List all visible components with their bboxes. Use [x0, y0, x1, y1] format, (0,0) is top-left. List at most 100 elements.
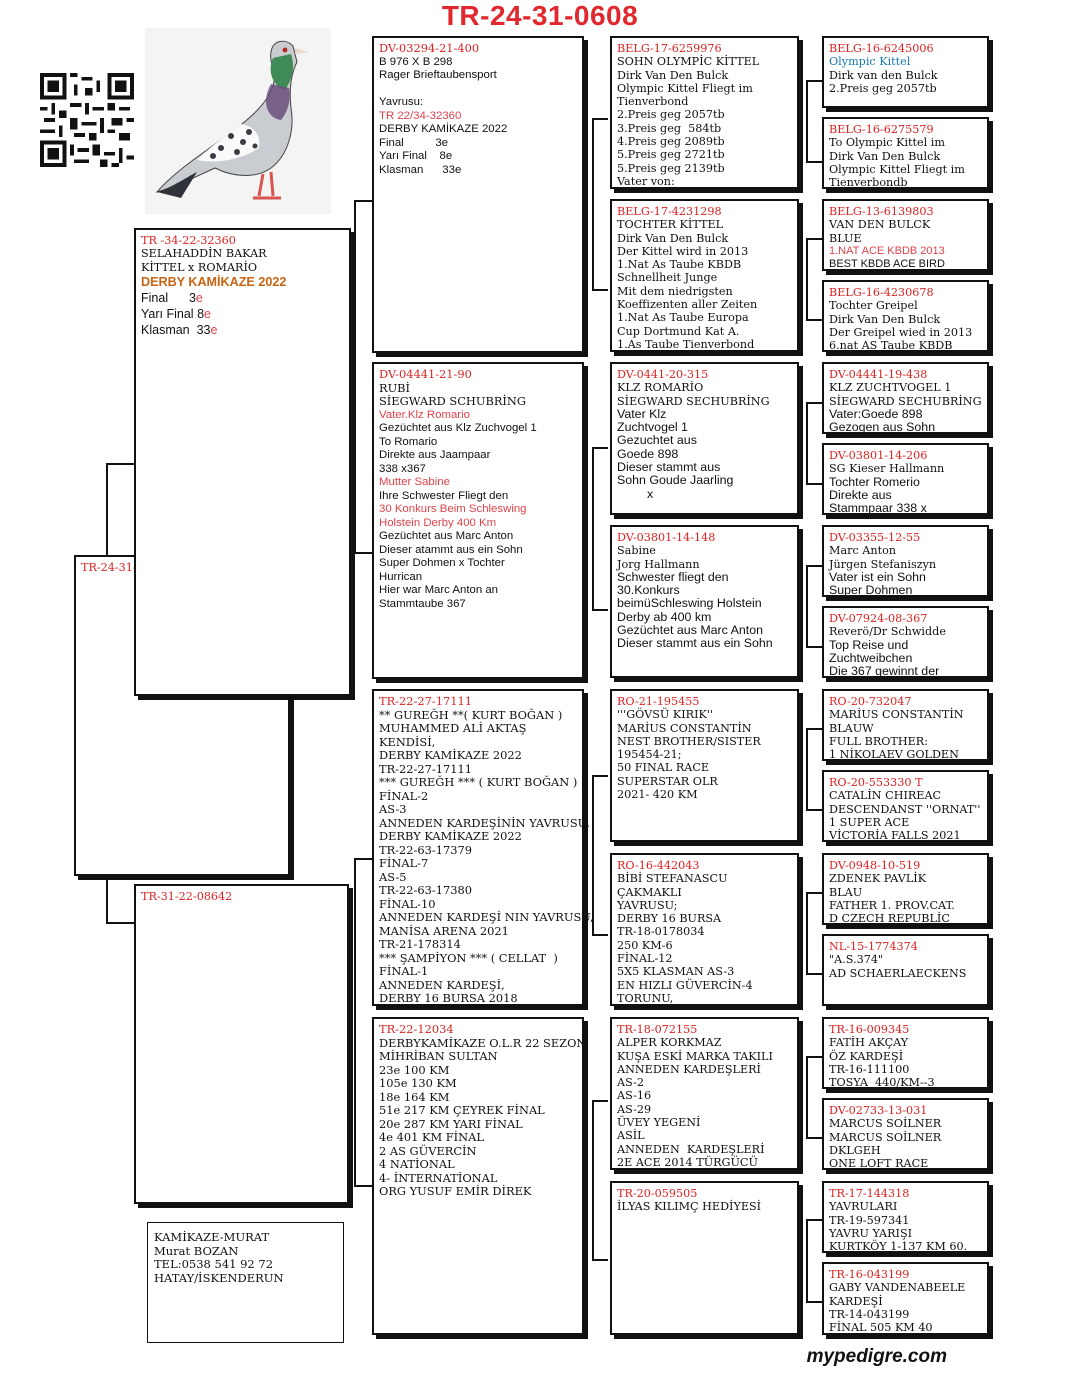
info-line: BEST KBDB ACE BIRD [829, 258, 945, 271]
pedigree-card-g5-14[interactable]: DV-02733-13-031 MARCUS SOİLNER MARCUS SO… [822, 1098, 989, 1170]
pedigree-card-sss[interactable]: BELG-17-6259976 SOHN OLYMPİC KİTTEL Dirk… [610, 36, 799, 189]
pedigree-card-g5-1[interactable]: BELG-16-6245006 Olympic Kittel Dirk van … [822, 36, 989, 108]
connector [354, 200, 356, 553]
pedigree-card-g5-6[interactable]: DV-03801-14-206 SG Kieser Hallmann Tocht… [822, 443, 989, 515]
pedigree-card-dsd[interactable]: RO-16-442043 BİBİ STEFANASCU ÇAKMAKLI YA… [610, 853, 799, 1006]
info-line: YAVRU YARIŞI [829, 1226, 913, 1240]
info-line: 4.Preis geg 2089tb [617, 135, 725, 149]
pedigree-card-sds[interactable]: DV-0441-20-315 KLZ ROMARİO SİEGWARD SECH… [610, 362, 799, 515]
info-line: Olympic Kittel Fliegt im [617, 81, 753, 95]
pedigree-card-g5-9[interactable]: RO-20-732047 MARİUS CONSTANTİN BLAUW FUL… [822, 689, 989, 761]
connector [806, 80, 808, 162]
connector [354, 552, 372, 554]
pedigree-card-g5-3[interactable]: BELG-13-6139803 VAN DEN BULCK BLUE 1.NAT… [822, 199, 989, 271]
info-line: Dieser stammt aus ein Sohn [617, 636, 773, 651]
connector [806, 1219, 822, 1221]
ring-number: DV-02733-13-031 [829, 1104, 928, 1117]
info-line: NEST BROTHER/SISTER [617, 734, 761, 748]
connector [592, 118, 594, 290]
info-line: Dirk Van Den Bulck [829, 312, 941, 326]
info-line: TR-21-178314 [379, 937, 461, 951]
pedigree-card-g5-11[interactable]: DV-0948-10-519 ZDENEK PAVLİK BLAU FATHER… [822, 853, 989, 925]
connector [806, 565, 808, 647]
pedigree-card-sire[interactable]: TR -34-22-32360 SELAHADDİN BAKAR KİTTEL … [134, 228, 351, 696]
pedigree-card-dss[interactable]: RO-21-195455 '''GÖVSÜ KIRIK'' MARİUS CON… [610, 689, 799, 842]
ring-number: BELG-13-6139803 [829, 205, 934, 218]
info-line: 195454-21; [617, 748, 682, 762]
ring-number: BELG-17-4231298 [617, 205, 722, 218]
pedigree-card-sdd[interactable]: DV-03801-14-148 Sabine Jorg Hallmann Sch… [610, 525, 799, 678]
info-line: B 976 X B 298 [379, 55, 453, 68]
ring-number: DV-03801-14-148 [617, 531, 716, 544]
info-line: 2E ACE 2014 TÜRGÜCÜ [617, 1155, 758, 1169]
info-line: SİEGWARD SECHUBRİNG [617, 394, 770, 408]
connector [806, 892, 808, 974]
ring-number: BELG-17-6259976 [617, 42, 722, 55]
pedigree-card-g5-12[interactable]: NL-15-1774374 "A.S.374" AD SCHAERLAECKEN… [822, 934, 989, 1006]
owner-info: KAMİKAZE-MURAT Murat BOZAN TEL:0538 541 … [147, 1222, 344, 1343]
pedigree-card-ddd[interactable]: TR-20-059505 İLYAS KILIMÇ HEDİYESİ [610, 1181, 799, 1335]
connector [806, 973, 822, 975]
info-line: TOCHTER KİTTEL [617, 218, 724, 232]
pedigree-card-g5-16[interactable]: TR-16-043199 GABY VANDENABEELE KARDEŞİ T… [822, 1262, 989, 1335]
info-line: Top Reise und [829, 637, 909, 652]
ring-number: BELG-16-6275579 [829, 123, 934, 136]
info-line: 4- İNTERNATİONAL [379, 1170, 498, 1185]
pedigree-card-g5-4[interactable]: BELG-16-4230678 Tochter Greipel Dirk Van… [822, 280, 989, 352]
pedigree-card-dam[interactable]: TR-31-22-08642 [134, 884, 349, 1204]
info-line: TR 22/34-32360 [379, 109, 462, 122]
owner-location: HATAY/İSKENDERUN [154, 1270, 284, 1285]
pedigree-card-g5-7[interactable]: DV-03355-12-55 Marc Anton Jürgen Stefani… [822, 525, 989, 597]
ring-number: DV-03355-12-55 [829, 531, 921, 544]
info-line: Olympic Kittel Fliegt im [829, 162, 965, 176]
connector [592, 447, 594, 610]
pedigree-card-dds[interactable]: TR-18-072155 ALPER KORKMAZ KUŞA ESKİ MAR… [610, 1017, 799, 1170]
info-line: *** GUREĞH *** ( KURT BOĞAN ) [379, 775, 578, 789]
pedigree-card-g5-5[interactable]: DV-04441-19-438 KLZ ZUCHTVOGEL 1 SİEGWAR… [822, 362, 989, 434]
pedigree-card-dd[interactable]: TR-22-12034 DERBYKAMİKAZE O.L.R 22 SEZON… [372, 1017, 586, 1335]
info-line: MARCUS SOİLNER [829, 1130, 942, 1144]
pigeon-photo [145, 28, 331, 214]
info-line: RUBİ [379, 380, 411, 395]
info-line: x [647, 486, 654, 501]
info-line: BİBİ STEFANASCU [617, 872, 728, 886]
info-line: KLZ ROMARİO [617, 381, 704, 395]
info-line: KARDEŞİ [829, 1294, 883, 1308]
info-line: FATHER 1. PROV.CAT. [829, 898, 955, 912]
info-line: EN HIZLI GÜVERCİN-4 [617, 978, 753, 992]
info-line: ANNEDEN KARDEŞİNİN YAVRUSU, [379, 815, 590, 830]
info-line: SOHN OLYMPİC KİTTEL [617, 55, 760, 69]
info-line: 18e 164 KM [379, 1089, 450, 1104]
pedigree-card-g5-10[interactable]: RO-20-553330 T CATALİN CHIREAC DESCENDAN… [822, 770, 989, 842]
pedigree-card-g5-8[interactable]: DV-07924-08-367 Reverö/Dr Schwidde Top R… [822, 606, 989, 678]
info-line: Gezüchtet aus Klz Zuchvogel 1 [379, 422, 537, 434]
info-line: Stammpaar 338 x [829, 501, 927, 516]
info-line: Vater von: [617, 174, 675, 188]
pedigree-card-g5-15[interactable]: TR-17-144318 YAVRULARI TR-19-597341 YAVR… [822, 1181, 989, 1253]
connector [592, 1100, 608, 1102]
info-line: 20e 287 KM YARI FİNAL [379, 1116, 523, 1131]
info-line: Rager Brieftaubensport [379, 69, 497, 81]
info-line: YAVRULARI [829, 1200, 898, 1214]
pedigree-card-ssd[interactable]: BELG-17-4231298 TOCHTER KİTTEL Dirk Van … [610, 199, 799, 352]
info-line: Reverö/Dr Schwidde [829, 625, 946, 639]
pedigree-card-g5-13[interactable]: TR-16-009345 FATİH AKÇAY ÖZ KARDEŞİ TR-1… [822, 1017, 989, 1089]
ring-number: NL-15-1774374 [829, 940, 918, 953]
ring-number: DV-07924-08-367 [829, 612, 928, 625]
info-line: 5X5 KLASMAN AS-3 [617, 965, 735, 979]
info-line: MİHRİBAN SULTAN [379, 1049, 498, 1063]
ring-number: RO-20-732047 [829, 695, 912, 708]
info-line: ZDENEK PAVLİK [829, 872, 927, 886]
connector [592, 775, 594, 935]
info-line: 51e 217 KM ÇEYREK FİNAL [379, 1103, 545, 1117]
pedigree-card-sd[interactable]: DV-04441-21-90 RUBİ SİEGWARD SCHUBRİNG V… [372, 362, 584, 679]
ring-number: DV-0948-10-519 [829, 859, 921, 872]
info-line: Klasman 33e [379, 163, 462, 176]
connector [806, 402, 822, 404]
connector [806, 646, 822, 648]
info-line: Schwester fliegt den [617, 569, 729, 584]
pedigree-card-ds[interactable]: TR-22-27-17111 ** GUREĞH **( KURT BOĞAN … [372, 689, 593, 1006]
pedigree-card-ss[interactable]: DV-03294-21-400 B 976 X B 298 Rager Brie… [372, 36, 584, 353]
pedigree-card-g5-2[interactable]: BELG-16-6275579 To Olympic Kittel im Dir… [822, 117, 989, 189]
connector [806, 565, 822, 567]
